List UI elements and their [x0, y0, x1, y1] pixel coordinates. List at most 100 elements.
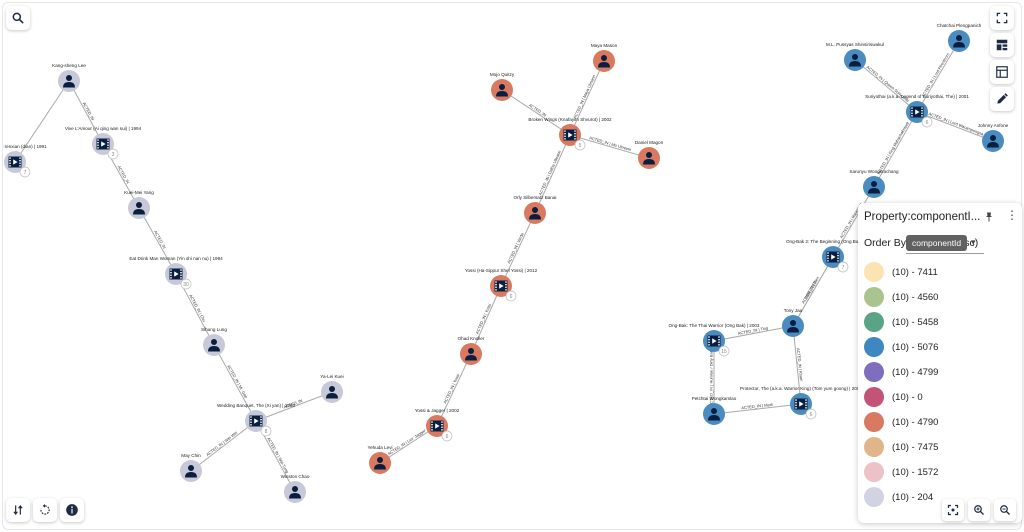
person-icon [787, 320, 799, 333]
fullscreen-icon [996, 12, 1008, 24]
graph-edge[interactable]: DIRECTED [792, 256, 834, 327]
graph-edge[interactable]: ACTED_IN | Maya Ulmann [569, 60, 605, 136]
person-node[interactable]: Daniel Magon [635, 140, 664, 169]
legend-item[interactable]: (10) - 204 [864, 486, 933, 508]
person-node[interactable]: Kuei-Mei Yang [124, 190, 154, 219]
pin-icon[interactable] [983, 211, 995, 226]
svg-text:8: 8 [265, 429, 268, 435]
zoom-in-button[interactable] [968, 499, 990, 521]
more-options-icon[interactable]: ⋮ [1006, 208, 1018, 222]
graph-edge[interactable]: ACTED_IN | Dafna Ulmann [534, 134, 571, 214]
movie-node[interactable]: 7Yeen? (Ni renxian (dian) | 1991 [3, 144, 47, 178]
person-node[interactable]: May Chin [180, 453, 202, 482]
node-label: Yehuda Levi [367, 445, 392, 450]
graph-edge[interactable]: ACTED_IN [501, 89, 571, 136]
legend-swatch [864, 262, 884, 282]
edge-label: ACTED_IN | Yossi [442, 373, 460, 405]
graph-edge[interactable]: ACTED_IN | Yossi [436, 353, 472, 427]
search-button[interactable] [6, 6, 30, 30]
person-node[interactable]: Mojo Quitzy [490, 72, 515, 101]
graph-edge[interactable]: ACTED_IN | Humlae / Dirty Balls [709, 341, 715, 414]
person-icon [326, 386, 338, 399]
edit-button[interactable] [990, 87, 1014, 111]
graph-edge[interactable]: ACTED_IN | Varda [500, 212, 536, 287]
edge-line [792, 256, 834, 327]
legend-item[interactable]: (10) - 4560 [864, 286, 938, 308]
graph-edge[interactable]: ACTED_IN | Wei-Wei [190, 420, 257, 472]
graph-edge[interactable]: ACTED_IN | Mr. Gao [213, 344, 257, 422]
rotate-button[interactable] [33, 498, 57, 522]
legend-item[interactable]: (10) - 1572 [864, 461, 938, 483]
edge-line [569, 134, 650, 159]
legend-item[interactable]: (10) - 7411 [864, 261, 938, 283]
person-node[interactable]: Yehuda Levi [367, 445, 393, 474]
chevron-down-icon[interactable]: ▾ [971, 237, 976, 247]
node-label: May Chin [181, 453, 201, 458]
graph-edge[interactable]: ACTED_IN | Ting [713, 325, 794, 342]
sort-button[interactable] [6, 498, 30, 522]
person-node[interactable]: Johnny Anfone [978, 123, 1009, 152]
person-node[interactable]: Chatchai Plengpanich [937, 23, 982, 52]
node-label: Johnny Anfone [978, 123, 1009, 128]
legend-item[interactable]: (10) - 4799 [864, 361, 938, 383]
film-icon [910, 106, 924, 118]
graph-edge[interactable]: ACTED_IN | Mark [713, 402, 802, 415]
legend-item[interactable]: (10) - 4790 [864, 411, 938, 433]
person-node[interactable]: Petchtai Wongkamlao [692, 396, 737, 425]
legend-item[interactable]: (10) - 5458 [864, 311, 938, 333]
person-node[interactable]: M.L. Pussyas Shinsiriswakul [826, 42, 884, 71]
graph-edge[interactable]: ACTED_IN | Kham [792, 325, 804, 405]
table-view-button[interactable] [990, 60, 1014, 84]
edge-line [832, 186, 875, 258]
graph-edge[interactable]: ACTED_IN | King Mahachakrapat [873, 111, 918, 188]
person-node[interactable]: Tony Jaa [782, 308, 804, 337]
person-node[interactable]: Orly Silbersatz Banai [514, 195, 557, 224]
edge-label: ACTED_IN | Wei-Wei [205, 430, 238, 457]
edge-line [379, 425, 438, 464]
legend-swatch [864, 362, 884, 382]
node-label: Suriyothai (a.k.a. Legend of Suriyothai,… [865, 94, 969, 99]
edge-line [713, 403, 802, 415]
person-node[interactable]: Ya-Lei Kuei [320, 374, 344, 403]
node-label: Mojo Quitzy [490, 72, 515, 77]
zoom-out-button[interactable] [994, 499, 1016, 521]
node-label: Ong-Bak: The Thai Warrior (Ong Bak) | 20… [669, 323, 760, 328]
info-button[interactable] [60, 498, 84, 522]
layout-button[interactable] [990, 33, 1014, 57]
person-node[interactable]: Winston Chao [281, 474, 310, 503]
person-node[interactable]: Sarunyu Wongkrachang [849, 169, 899, 198]
legend-item[interactable]: (10) - 0 [864, 386, 923, 408]
node-label: Petchtai Wongkamlao [692, 396, 737, 401]
person-node[interactable]: Maya Mason [591, 43, 618, 72]
person-node[interactable]: Kang-sheng Lee [52, 63, 86, 92]
degree-badge: 5 [574, 139, 586, 151]
graph-edge[interactable] [14, 80, 70, 163]
person-node[interactable]: Sihung Lung [201, 327, 227, 356]
person-icon [208, 339, 220, 352]
zoom-out-icon [1000, 505, 1010, 515]
legend-item[interactable]: (10) - 7475 [864, 436, 938, 458]
person-node[interactable]: Ohad Knoller [458, 336, 485, 365]
graph-edge[interactable]: ACTED_IN | Lord Pirenthorn [916, 40, 960, 113]
graph-edge[interactable]: ACTED_IN [255, 391, 333, 422]
fit-view-button[interactable] [942, 499, 964, 521]
node-label: M.L. Pussyas Shinsiriswakul [826, 42, 884, 47]
graph-edge[interactable]: ACTED_IN | Yossi [470, 285, 502, 355]
fullscreen-button[interactable] [990, 6, 1014, 30]
legend-item[interactable]: (10) - 5076 [864, 336, 938, 358]
graph-edge[interactable]: ACTED_IN [138, 207, 177, 275]
person-icon [133, 202, 145, 215]
graph-edge[interactable]: ACTED_IN | Queen Suriyothai [854, 59, 918, 113]
